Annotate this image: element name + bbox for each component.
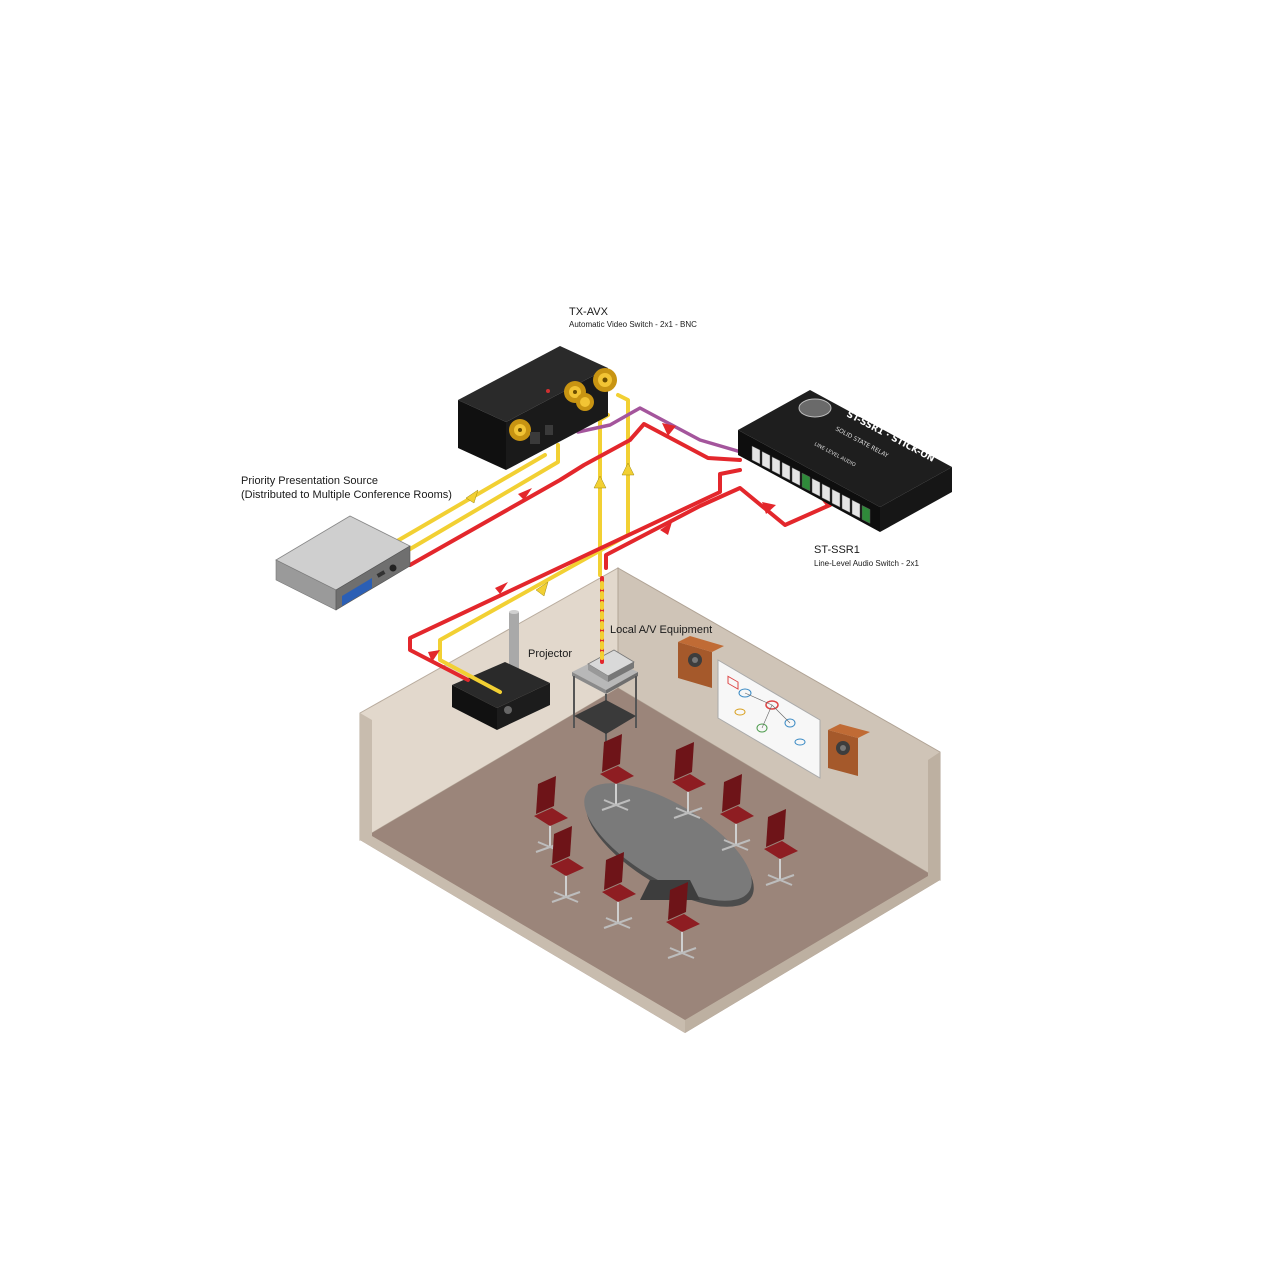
terminal-slot [841,494,851,514]
room-front-right-edge [685,752,940,1033]
chair-icon [720,774,754,851]
speaker-icon [678,636,724,688]
audio-cable-source-to-ssr [408,422,742,567]
terminal-slot [771,456,781,476]
terminal-slot [761,450,771,470]
speaker-icon [828,724,870,776]
priority-source-subtitle: (Distributed to Multiple Conference Room… [241,489,452,501]
terminal-slot [821,483,831,503]
audio-cable-ssr-to-projector [408,468,742,682]
arrow-icon [593,475,607,489]
chair-icon [602,852,636,929]
terminal-slot [781,461,791,481]
chair-group [534,734,798,959]
terminal-slot [851,499,861,519]
bnc-connector-icon [593,368,617,392]
arrow-icon [662,423,676,436]
chair-icon [600,734,634,811]
local-av-label: Local A/V Equipment [610,624,712,636]
terminal-slot [811,477,821,497]
ssr-terminal-block [751,445,871,524]
tx-avx-subtitle: Automatic Video Switch - 2x1 - BNC [569,320,697,329]
arrow-icon [621,462,635,476]
priority-source-device [275,515,411,611]
chair-icon [666,882,700,959]
terminal-slot [801,472,811,492]
st-ssr1-device: ST-SSR1 · STICK-ON SOLID STATE RELAY LIN… [738,390,952,532]
arrow-icon [762,502,776,514]
av-equipment-cart [572,649,638,746]
bnc-connector-icon [576,393,594,411]
arrow-icon [428,650,440,662]
terminal-slot [791,467,801,487]
bnc-connector-icon [509,419,531,441]
tx-avx-title: TX-AVX [569,306,609,318]
projector-label: Projector [528,648,572,660]
audio-cable-local-to-ssr [604,486,842,570]
video-cable-txavx-to-projector [438,393,630,694]
video-cable-source-to-txavx [403,443,560,554]
chair-icon [764,809,798,886]
chair-icon [672,742,706,819]
whiteboard-icon [717,659,821,779]
arrow-icon [495,582,508,594]
terminal-slot [751,445,761,465]
st-ssr1-subtitle: Line-Level Audio Switch - 2x1 [814,559,920,568]
terminal-slot [861,504,871,524]
terminal-slot [831,488,841,508]
tx-avx-device [458,346,617,470]
chair-icon [550,826,584,903]
arrow-icon [465,489,479,504]
room-front-left-edge [360,713,685,1033]
st-ssr1-title: ST-SSR1 [814,544,860,556]
arrow-icon [535,581,549,597]
priority-source-title: Priority Presentation Source [241,475,378,487]
projector-device [452,610,550,730]
labels: TX-AVX Automatic Video Switch - 2x1 - BN… [241,306,920,660]
control-cable-txavx-to-ssr [576,406,777,464]
arrow-icon [660,522,672,535]
arrow-icon [518,488,532,500]
